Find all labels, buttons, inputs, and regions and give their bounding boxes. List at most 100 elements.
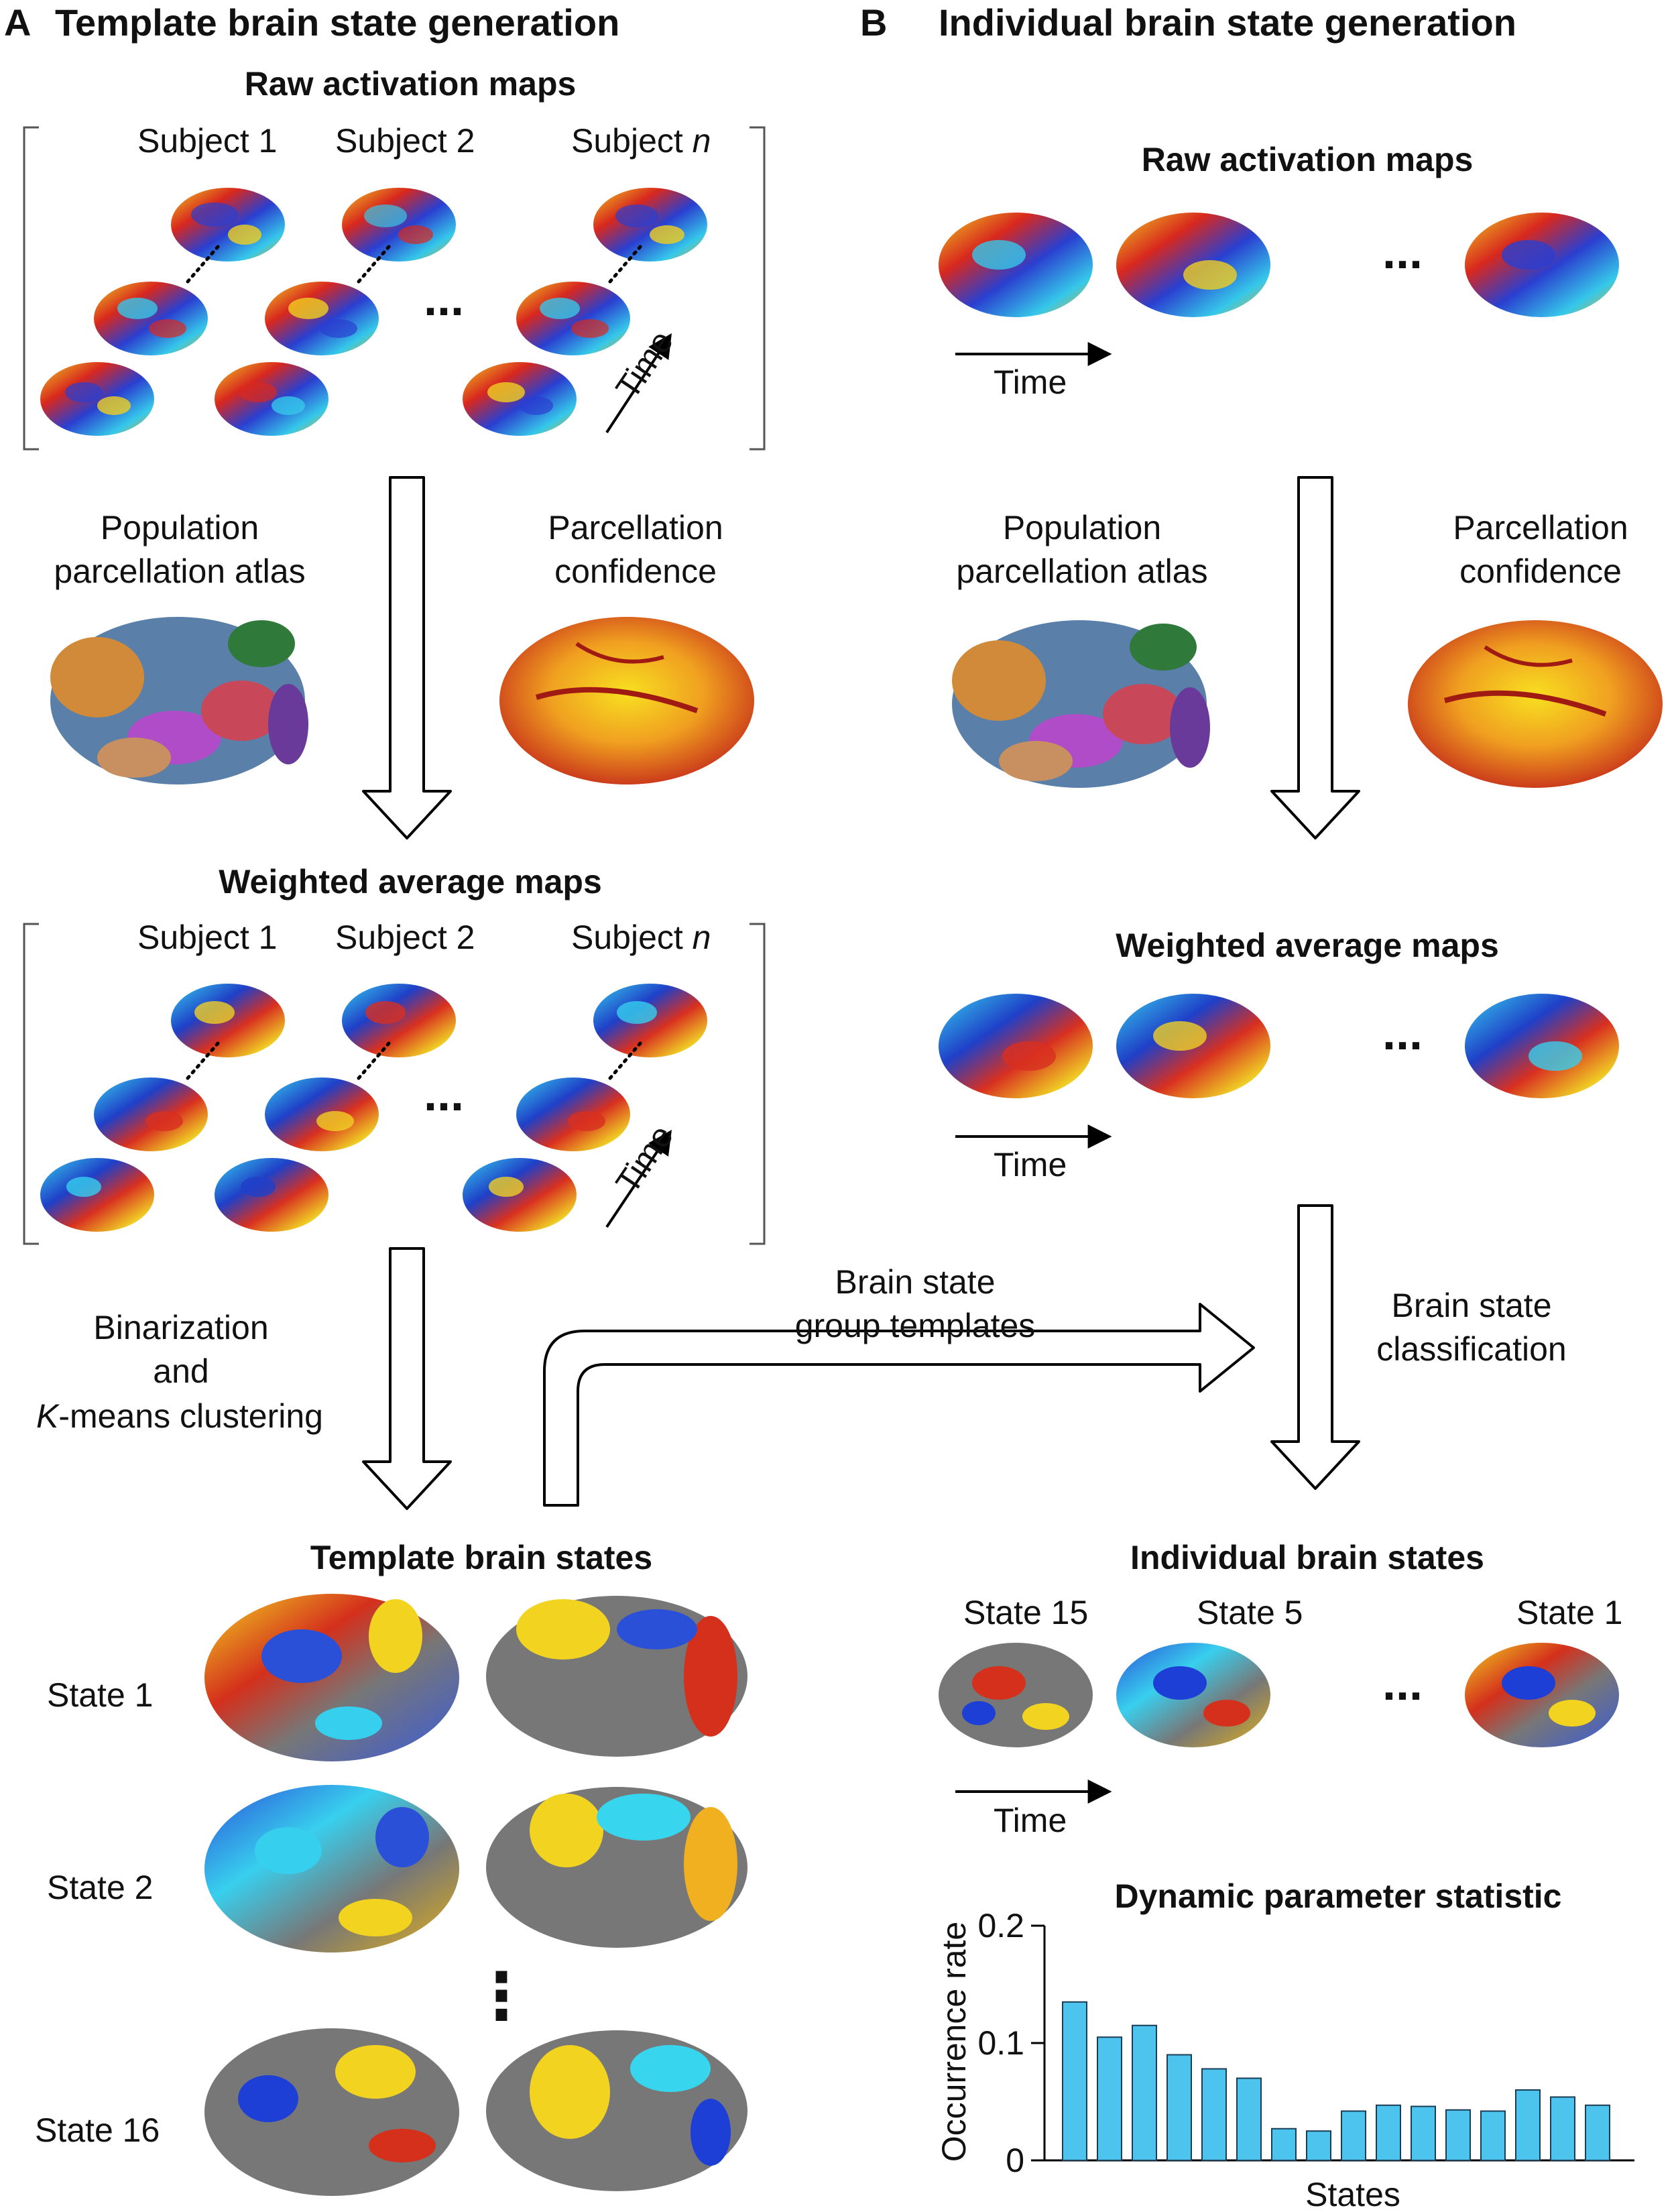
state-16-medial xyxy=(486,2030,747,2191)
b-weighted-ellipsis: ... xyxy=(1382,1006,1423,1060)
raw-brain-s2-t3 xyxy=(342,188,456,261)
b-weighted-time: Time xyxy=(994,1146,1067,1183)
raw-s1-dots xyxy=(186,245,220,284)
b-confidence-label: Parcellation confidence xyxy=(1453,509,1628,590)
w-brain-s2-t1 xyxy=(215,1158,328,1232)
a-confidence-label: Parcellation confidence xyxy=(548,509,723,590)
b-states-time: Time xyxy=(994,1802,1067,1839)
occurrence-rate-chart: 0 0.1 0.2 States Occurrence rate xyxy=(935,1907,1634,2212)
a-raw-subject-n: Subject n xyxy=(571,124,711,158)
b-down-arrow-2 xyxy=(1270,1204,1360,1490)
b-weighted-brain-1 xyxy=(939,994,1093,1098)
a-raw-subject-2: Subject 2 xyxy=(335,122,475,160)
b-state-1-brain xyxy=(1465,1643,1619,1747)
b-states-ellipsis: ... xyxy=(1382,1657,1423,1710)
a-raw-subject-1: Subject 1 xyxy=(137,122,278,160)
atlas-brain-a xyxy=(50,617,308,784)
chart-x-label: States xyxy=(1305,2176,1400,2212)
template-to-classification-arrow xyxy=(543,1303,1255,1507)
b-raw-maps-title: Raw activation maps xyxy=(1141,141,1474,178)
a-weighted-subject-1: Subject 1 xyxy=(137,919,278,956)
a-clustering-label-2: and xyxy=(153,1352,209,1390)
a-state-2-label: State 2 xyxy=(47,1869,154,1906)
panel-b-title: Individual brain state generation xyxy=(939,1,1516,44)
raw-brain-sn-t2 xyxy=(516,282,630,355)
bracket-left-weighted xyxy=(23,923,39,1245)
y-tick-label-0.1: 0.1 xyxy=(977,2024,1024,2062)
w-s1-dots xyxy=(186,1041,220,1080)
panel-a-letter: A xyxy=(4,1,32,44)
state-1-medial xyxy=(486,1596,747,1757)
b-individual-states-title: Individual brain states xyxy=(1130,1539,1484,1576)
raw-brain-s1-t1 xyxy=(40,362,154,436)
a-clustering-k: K xyxy=(36,1397,59,1435)
w-brain-s2-t3 xyxy=(342,984,456,1057)
bar-state-4 xyxy=(1166,2054,1192,2161)
a-weighted-subject-n-var: n xyxy=(692,919,711,956)
bar-state-11 xyxy=(1411,2105,1436,2161)
panel-a-title: Template brain state generation xyxy=(55,1,620,44)
a-weighted-maps-title: Weighted average maps xyxy=(219,863,602,900)
bar-state-7 xyxy=(1271,2128,1297,2161)
a-atlas-label: Population parcellation atlas xyxy=(54,509,306,590)
raw-brain-s2-t2 xyxy=(265,282,379,355)
w-brain-s2-t2 xyxy=(265,1078,379,1151)
bar-state-10 xyxy=(1376,2104,1401,2161)
a-raw-ellipsis: ... xyxy=(424,272,465,326)
bracket-left-raw xyxy=(23,126,39,451)
w-s2-dots xyxy=(357,1041,391,1080)
confidence-brain-b xyxy=(1408,620,1663,788)
b-classification-label: Brain state classification xyxy=(1376,1287,1567,1368)
a-raw-subject-n-var: n xyxy=(692,122,711,160)
bar-state-3 xyxy=(1132,2024,1157,2161)
b-weighted-maps-title: Weighted average maps xyxy=(1116,927,1499,964)
bar-state-13 xyxy=(1480,2110,1506,2161)
raw-sn-dots xyxy=(608,245,642,284)
b-weighted-brain-2 xyxy=(1116,994,1270,1098)
w-brain-s1-t1 xyxy=(40,1158,154,1232)
state-1-lateral xyxy=(204,1594,459,1761)
atlas-brain-b xyxy=(952,620,1210,788)
w-brain-sn-t3 xyxy=(593,984,707,1057)
chart-title: Dynamic parameter statistic xyxy=(1114,1877,1562,1915)
a-vertical-ellipsis: ⋮ xyxy=(469,1961,534,2032)
w-brain-sn-t1 xyxy=(463,1158,577,1232)
w-brain-sn-t2 xyxy=(516,1078,630,1151)
y-tick-label-0: 0 xyxy=(1006,2142,1024,2179)
w-brain-s1-t3 xyxy=(171,984,285,1057)
a-weighted-subject-n: Subject n xyxy=(571,921,711,954)
state-2-lateral xyxy=(204,1785,459,1953)
bar-state-1 xyxy=(1062,2001,1087,2161)
a-state-16-label: State 16 xyxy=(35,2111,160,2149)
bar-state-5 xyxy=(1201,2068,1227,2161)
b-state-15-brain xyxy=(939,1643,1093,1747)
a-down-arrow-2 xyxy=(362,1247,452,1510)
bracket-right-raw xyxy=(750,126,766,451)
b-state-15-label: State 15 xyxy=(963,1594,1089,1631)
bar-state-6 xyxy=(1236,2077,1262,2161)
a-raw-subject-n-prefix: Subject xyxy=(571,122,693,160)
b-state-5-brain xyxy=(1116,1643,1270,1747)
bar-state-2 xyxy=(1097,2036,1122,2161)
b-weighted-brain-3 xyxy=(1465,994,1619,1098)
a-clustering-rest: -means clustering xyxy=(58,1397,323,1435)
raw-time-arrow xyxy=(605,333,672,434)
chart-y-label: Occurrence rate xyxy=(935,1922,973,2162)
b-raw-brain-1 xyxy=(939,213,1093,317)
bar-state-8 xyxy=(1306,2130,1331,2161)
b-raw-time: Time xyxy=(994,363,1067,401)
raw-brain-s1-t2 xyxy=(94,282,208,355)
a-state-1-label: State 1 xyxy=(47,1676,154,1714)
a-clustering-label-3: K-means clustering xyxy=(36,1399,323,1433)
y-tick-label-0.2: 0.2 xyxy=(977,1907,1024,1944)
state-2-medial xyxy=(486,1787,747,1948)
chart-y-ticks: 0 0.1 0.2 xyxy=(977,1907,1044,2179)
b-templates-label: Brain state group templates xyxy=(794,1263,1036,1344)
w-brain-s1-t2 xyxy=(94,1078,208,1151)
b-raw-ellipsis: ... xyxy=(1382,225,1423,279)
a-weighted-ellipsis: ... xyxy=(424,1067,465,1121)
chart-bars xyxy=(1062,2001,1610,2161)
b-raw-brain-2 xyxy=(1116,213,1270,317)
